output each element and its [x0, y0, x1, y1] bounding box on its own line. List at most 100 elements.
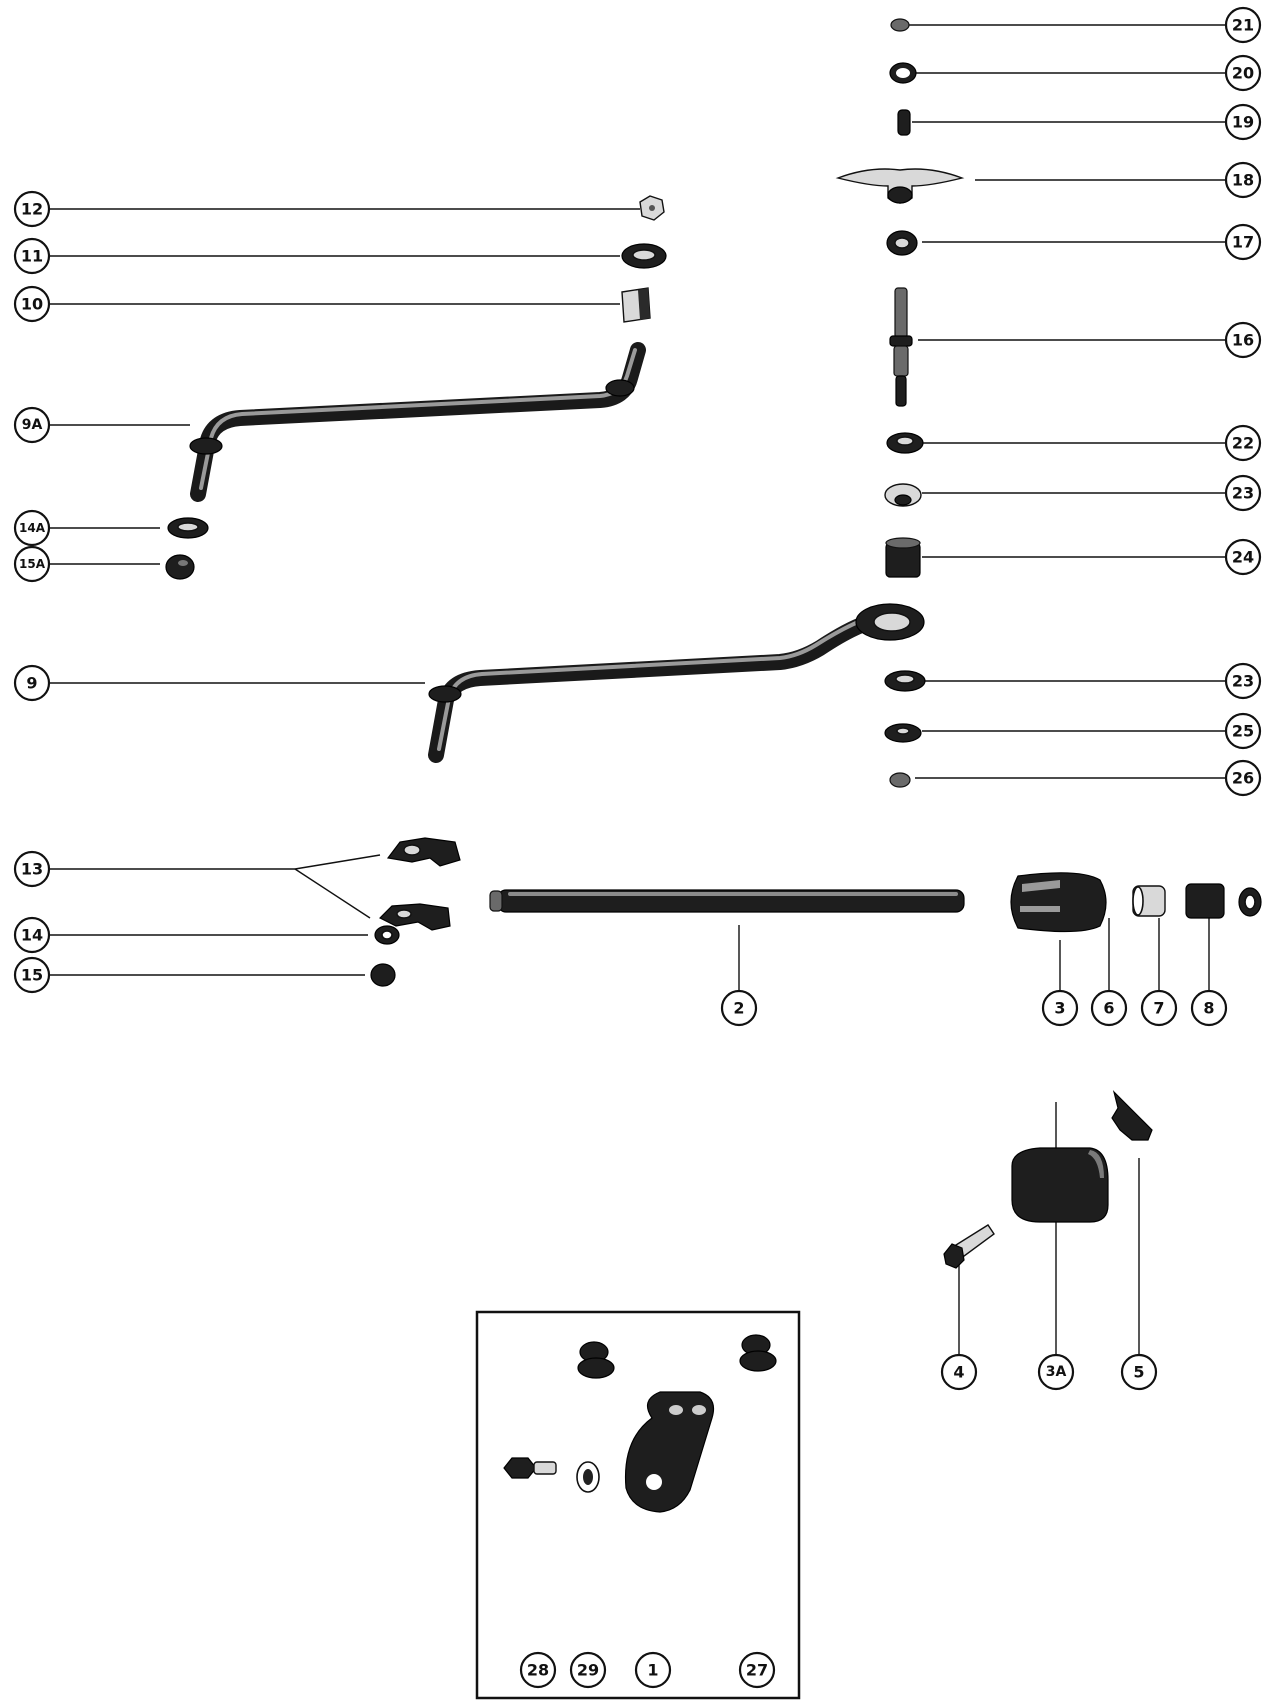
callout-13-text: 13 — [21, 860, 43, 879]
callout-3a-text: 3A — [1046, 1364, 1067, 1380]
callout-29-text: 29 — [577, 1661, 599, 1680]
part-6-bushing — [1132, 885, 1166, 917]
callout-12: 12 — [13, 190, 51, 228]
part-27-grommet-right — [739, 1334, 777, 1372]
leader-lines — [50, 24, 1225, 1670]
part-13-clip-lower — [378, 903, 451, 931]
callout-8-text: 8 — [1203, 999, 1214, 1018]
part-13-clip-upper — [386, 837, 461, 867]
callout-22: 22 — [1224, 424, 1262, 462]
part-15-nut — [370, 963, 396, 987]
callout-22-text: 22 — [1232, 434, 1254, 453]
callout-16: 16 — [1224, 321, 1262, 359]
callout-3-text: 3 — [1054, 999, 1065, 1018]
callout-14a-text: 14A — [19, 521, 46, 535]
part-26-nut — [889, 772, 911, 788]
callout-6: 6 — [1090, 989, 1128, 1027]
callout-15a: 15A — [13, 545, 51, 583]
callout-23-upper: 23 — [1224, 474, 1262, 512]
part-29-lock-washer — [576, 1461, 600, 1493]
callout-2: 2 — [720, 989, 758, 1027]
callout-19: 19 — [1224, 103, 1262, 141]
part-18-wing-handle — [835, 168, 965, 204]
callout-27-text: 27 — [746, 1661, 768, 1680]
callout-1: 1 — [634, 1651, 672, 1689]
callout-26-text: 26 — [1232, 769, 1254, 788]
callout-12-text: 12 — [21, 200, 43, 219]
part-24-sleeve — [885, 537, 921, 578]
part-9-rod — [428, 603, 925, 763]
callout-28-text: 28 — [527, 1661, 549, 1680]
part-23-bushing-upper — [884, 483, 922, 507]
part-1-bracket — [624, 1391, 715, 1513]
part-10-bushing — [621, 287, 651, 323]
callout-14: 14 — [13, 916, 51, 954]
part-17-nut — [886, 230, 918, 256]
callout-25-text: 25 — [1232, 722, 1254, 741]
part-8-washer — [1238, 887, 1262, 917]
callout-6-text: 6 — [1103, 999, 1114, 1018]
callout-15a-text: 15A — [19, 557, 46, 571]
callout-11-text: 11 — [21, 247, 43, 266]
callout-24: 24 — [1224, 538, 1262, 576]
callout-4: 4 — [940, 1353, 978, 1391]
part-7-sleeve — [1185, 883, 1225, 919]
callout-8: 8 — [1190, 989, 1228, 1027]
part-15a-nut — [165, 554, 195, 580]
callout-17-text: 17 — [1232, 233, 1254, 252]
callout-7: 7 — [1140, 989, 1178, 1027]
part-27-grommet-left — [577, 1341, 615, 1379]
callout-20-text: 20 — [1232, 64, 1254, 83]
callout-9a-text: 9A — [22, 417, 43, 433]
part-11-washer — [621, 243, 667, 269]
callout-23-upper-text: 23 — [1232, 484, 1254, 503]
part-14a-washer — [167, 517, 209, 539]
part-25-washer — [884, 723, 922, 743]
part-16-stud — [889, 287, 913, 407]
callout-15: 15 — [13, 956, 51, 994]
part-9a-rod — [189, 342, 646, 502]
callout-26: 26 — [1224, 759, 1262, 797]
part-22-washer — [886, 432, 924, 454]
part-3-grip — [1010, 872, 1107, 933]
callout-25: 25 — [1224, 712, 1262, 750]
part-21-nut — [890, 18, 910, 32]
callout-13: 13 — [13, 850, 51, 888]
part-20-washer — [889, 62, 917, 84]
callout-3a: 3A — [1037, 1353, 1075, 1391]
callout-20: 20 — [1224, 54, 1262, 92]
callout-24-text: 24 — [1232, 548, 1254, 567]
callout-4-text: 4 — [953, 1363, 964, 1382]
part-19-set-screw — [897, 109, 911, 136]
callout-21-text: 21 — [1232, 16, 1254, 35]
callout-5: 5 — [1120, 1353, 1158, 1391]
part-14-washer — [374, 925, 400, 945]
part-23-bushing-lower — [884, 670, 926, 692]
callout-29: 29 — [569, 1651, 607, 1689]
callout-28: 28 — [519, 1651, 557, 1689]
callout-27: 27 — [738, 1651, 776, 1689]
callout-11: 11 — [13, 237, 51, 275]
callout-19-text: 19 — [1232, 113, 1254, 132]
callout-23-lower: 23 — [1224, 662, 1262, 700]
callout-23-lower-text: 23 — [1232, 672, 1254, 691]
callout-2-text: 2 — [733, 999, 744, 1018]
callout-9-text: 9 — [26, 674, 37, 693]
part-12-nut — [639, 195, 665, 221]
callout-14-text: 14 — [21, 926, 43, 945]
callout-1-text: 1 — [647, 1661, 658, 1680]
callout-16-text: 16 — [1232, 331, 1254, 350]
callout-18-text: 18 — [1232, 171, 1254, 190]
callout-3: 3 — [1041, 989, 1079, 1027]
callout-9: 9 — [13, 664, 51, 702]
part-4-bolt — [943, 1224, 995, 1269]
callout-5-text: 5 — [1133, 1363, 1144, 1382]
part-5-clip — [1111, 1090, 1153, 1141]
callout-10-text: 10 — [21, 295, 43, 314]
part-28-bolt — [503, 1457, 557, 1479]
callout-17: 17 — [1224, 223, 1262, 261]
callout-15-text: 15 — [21, 966, 43, 985]
callout-9a: 9A — [13, 406, 51, 444]
callout-14a: 14A — [13, 509, 51, 547]
